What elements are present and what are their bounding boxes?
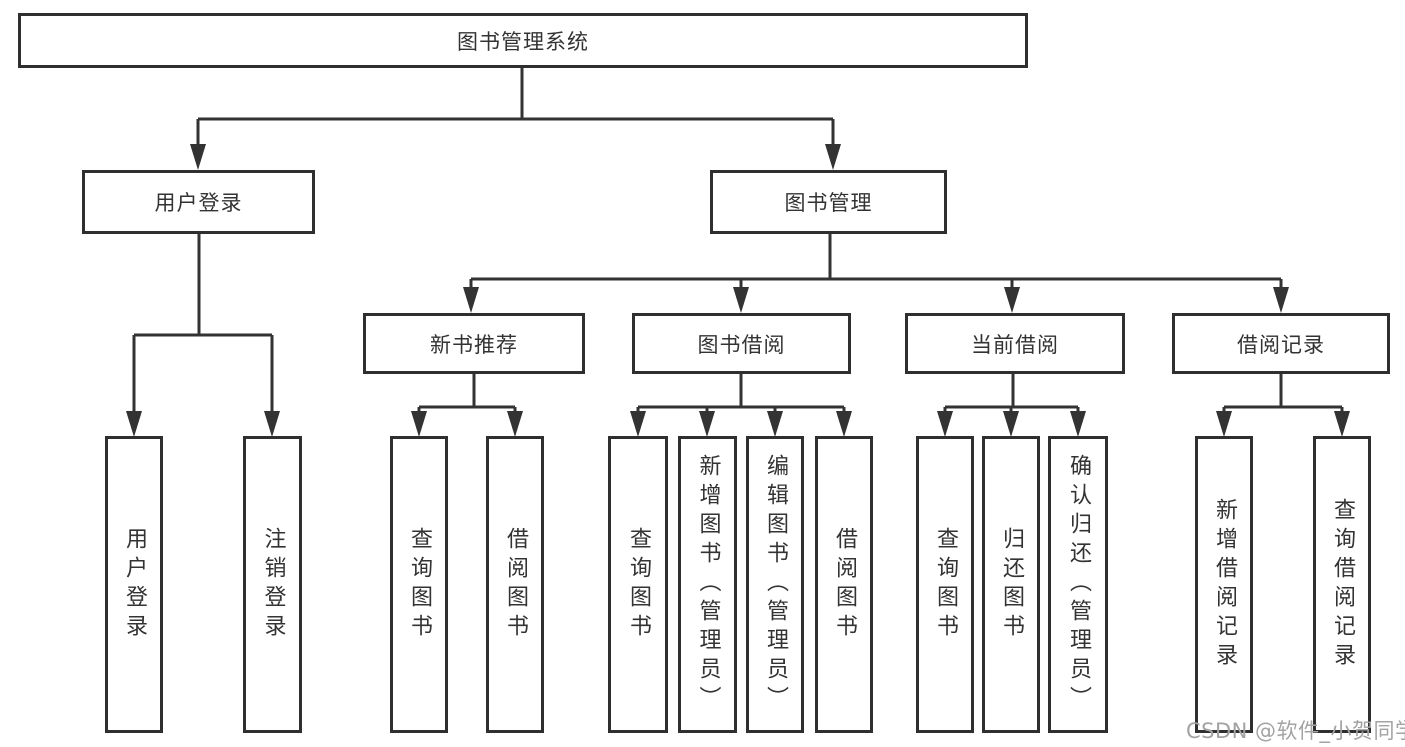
node-label: 新书推荐	[430, 332, 518, 357]
leaf-bb-edit-books-admin: 编辑图书（管理员）	[746, 436, 804, 733]
node-book-management: 图书管理	[710, 170, 947, 234]
leaf-label: 编辑图书（管理员）	[763, 454, 788, 715]
leaf-label: 借阅图书	[832, 526, 857, 643]
node-label: 当前借阅	[971, 332, 1059, 357]
node-label: 图书管理系统	[457, 29, 589, 54]
node-book-borrowing: 图书借阅	[632, 313, 851, 374]
leaf-br-query-record: 查询借阅记录	[1313, 436, 1371, 733]
node-label: 用户登录	[154, 191, 243, 215]
leaf-bb-add-books-admin: 新增图书（管理员）	[678, 436, 737, 733]
leaf-bb-borrow-books: 借阅图书	[815, 436, 873, 733]
leaf-cb-query-books: 查询图书	[916, 436, 974, 733]
leaf-label: 查询借阅记录	[1330, 497, 1355, 672]
node-label: 图书借阅	[697, 332, 786, 357]
leaf-label: 查询图书	[933, 526, 958, 643]
leaf-logout: 注销登录	[243, 436, 302, 733]
leaf-nbr-query-books: 查询图书	[390, 436, 448, 733]
leaf-label: 借阅图书	[503, 526, 528, 643]
leaf-label: 查询图书	[407, 526, 432, 643]
node-library-management-system: 图书管理系统	[18, 13, 1028, 68]
leaf-label: 新增图书（管理员）	[695, 454, 721, 715]
leaf-label: 用户登录	[122, 526, 147, 643]
leaf-user-login: 用户登录	[105, 436, 163, 733]
leaf-label: 查询图书	[626, 526, 651, 643]
leaf-cb-return-books: 归还图书	[982, 436, 1040, 733]
leaf-label: 注销登录	[260, 526, 286, 643]
node-user-login: 用户登录	[82, 170, 315, 234]
node-label: 借阅记录	[1237, 332, 1325, 357]
node-label: 图书管理	[784, 191, 873, 215]
leaf-label: 确认归还（管理员）	[1066, 454, 1091, 715]
node-borrowing-records: 借阅记录	[1172, 313, 1390, 374]
leaf-nbr-borrow-books: 借阅图书	[486, 436, 544, 733]
leaf-cb-confirm-return-admin: 确认归还（管理员）	[1048, 436, 1108, 733]
node-new-book-recommend: 新书推荐	[363, 313, 585, 374]
leaf-bb-query-books: 查询图书	[608, 436, 668, 733]
leaf-label: 归还图书	[999, 526, 1024, 643]
watermark: CSDN @软件_小贺同学	[1186, 719, 1405, 743]
node-current-borrowing: 当前借阅	[905, 313, 1125, 374]
leaf-br-add-record: 新增借阅记录	[1195, 436, 1253, 733]
leaf-label: 新增借阅记录	[1212, 497, 1237, 672]
